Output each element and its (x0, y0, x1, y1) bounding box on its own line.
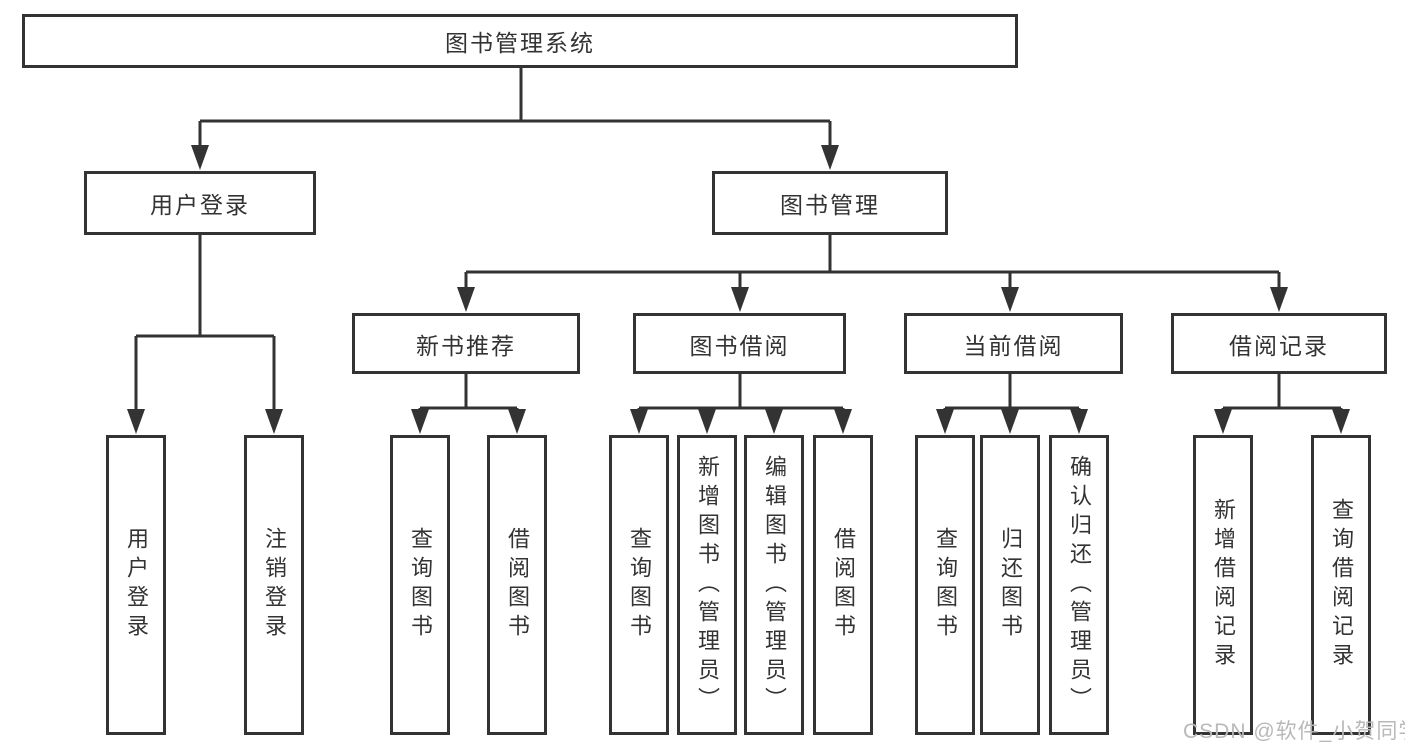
arrowhead-icon (821, 145, 839, 170)
leaf-query-borrow-record: 查询借阅记录 (1311, 435, 1371, 735)
leaf-add-borrow-record: 新增借阅记录 (1193, 435, 1253, 735)
leaf-add-books-admin: 新增图书（管理员） (677, 435, 737, 735)
arrowhead-icon (411, 409, 429, 434)
arrowhead-icon (936, 409, 954, 434)
arrowhead-icon (457, 287, 475, 312)
node-borrow-records: 借阅记录 (1171, 313, 1387, 374)
arrowhead-icon (630, 409, 648, 434)
arrowhead-icon (1270, 287, 1288, 312)
node-library-management-system: 图书管理系统 (22, 14, 1018, 68)
leaf-return-books: 归还图书 (980, 435, 1040, 735)
leaf-query-books-borrow: 查询图书 (609, 435, 669, 735)
leaf-user-login: 用户登录 (106, 435, 166, 735)
arrowhead-icon (765, 409, 783, 434)
arrowhead-icon (1332, 409, 1350, 434)
leaf-borrow-books-recommend: 借阅图书 (487, 435, 547, 735)
leaf-edit-books-admin: 编辑图书（管理员） (744, 435, 804, 735)
leaf-borrow-books: 借阅图书 (813, 435, 873, 735)
leaf-query-books-recommend: 查询图书 (390, 435, 450, 735)
arrowhead-icon (191, 145, 209, 170)
node-book-management: 图书管理 (712, 171, 948, 235)
arrowhead-icon (265, 409, 283, 434)
arrowhead-icon (508, 409, 526, 434)
arrowhead-icon (1001, 409, 1019, 434)
leaf-confirm-return-admin: 确认归还（管理员） (1049, 435, 1109, 735)
arrowhead-icon (127, 409, 145, 434)
leaf-logout: 注销登录 (244, 435, 304, 735)
node-user-login: 用户登录 (84, 171, 316, 235)
arrowhead-icon (1070, 409, 1088, 434)
arrowhead-icon (834, 409, 852, 434)
arrowhead-icon (731, 287, 749, 312)
node-book-borrow: 图书借阅 (633, 313, 846, 374)
leaf-query-books-current: 查询图书 (915, 435, 975, 735)
csdn-watermark: CSDN @软件_小贺同学 (1183, 720, 1405, 743)
arrowhead-icon (698, 409, 716, 434)
arrowhead-icon (1214, 409, 1232, 434)
node-new-book-recommend: 新书推荐 (352, 313, 580, 374)
arrowhead-icon (1001, 287, 1019, 312)
node-current-borrow: 当前借阅 (904, 313, 1123, 374)
